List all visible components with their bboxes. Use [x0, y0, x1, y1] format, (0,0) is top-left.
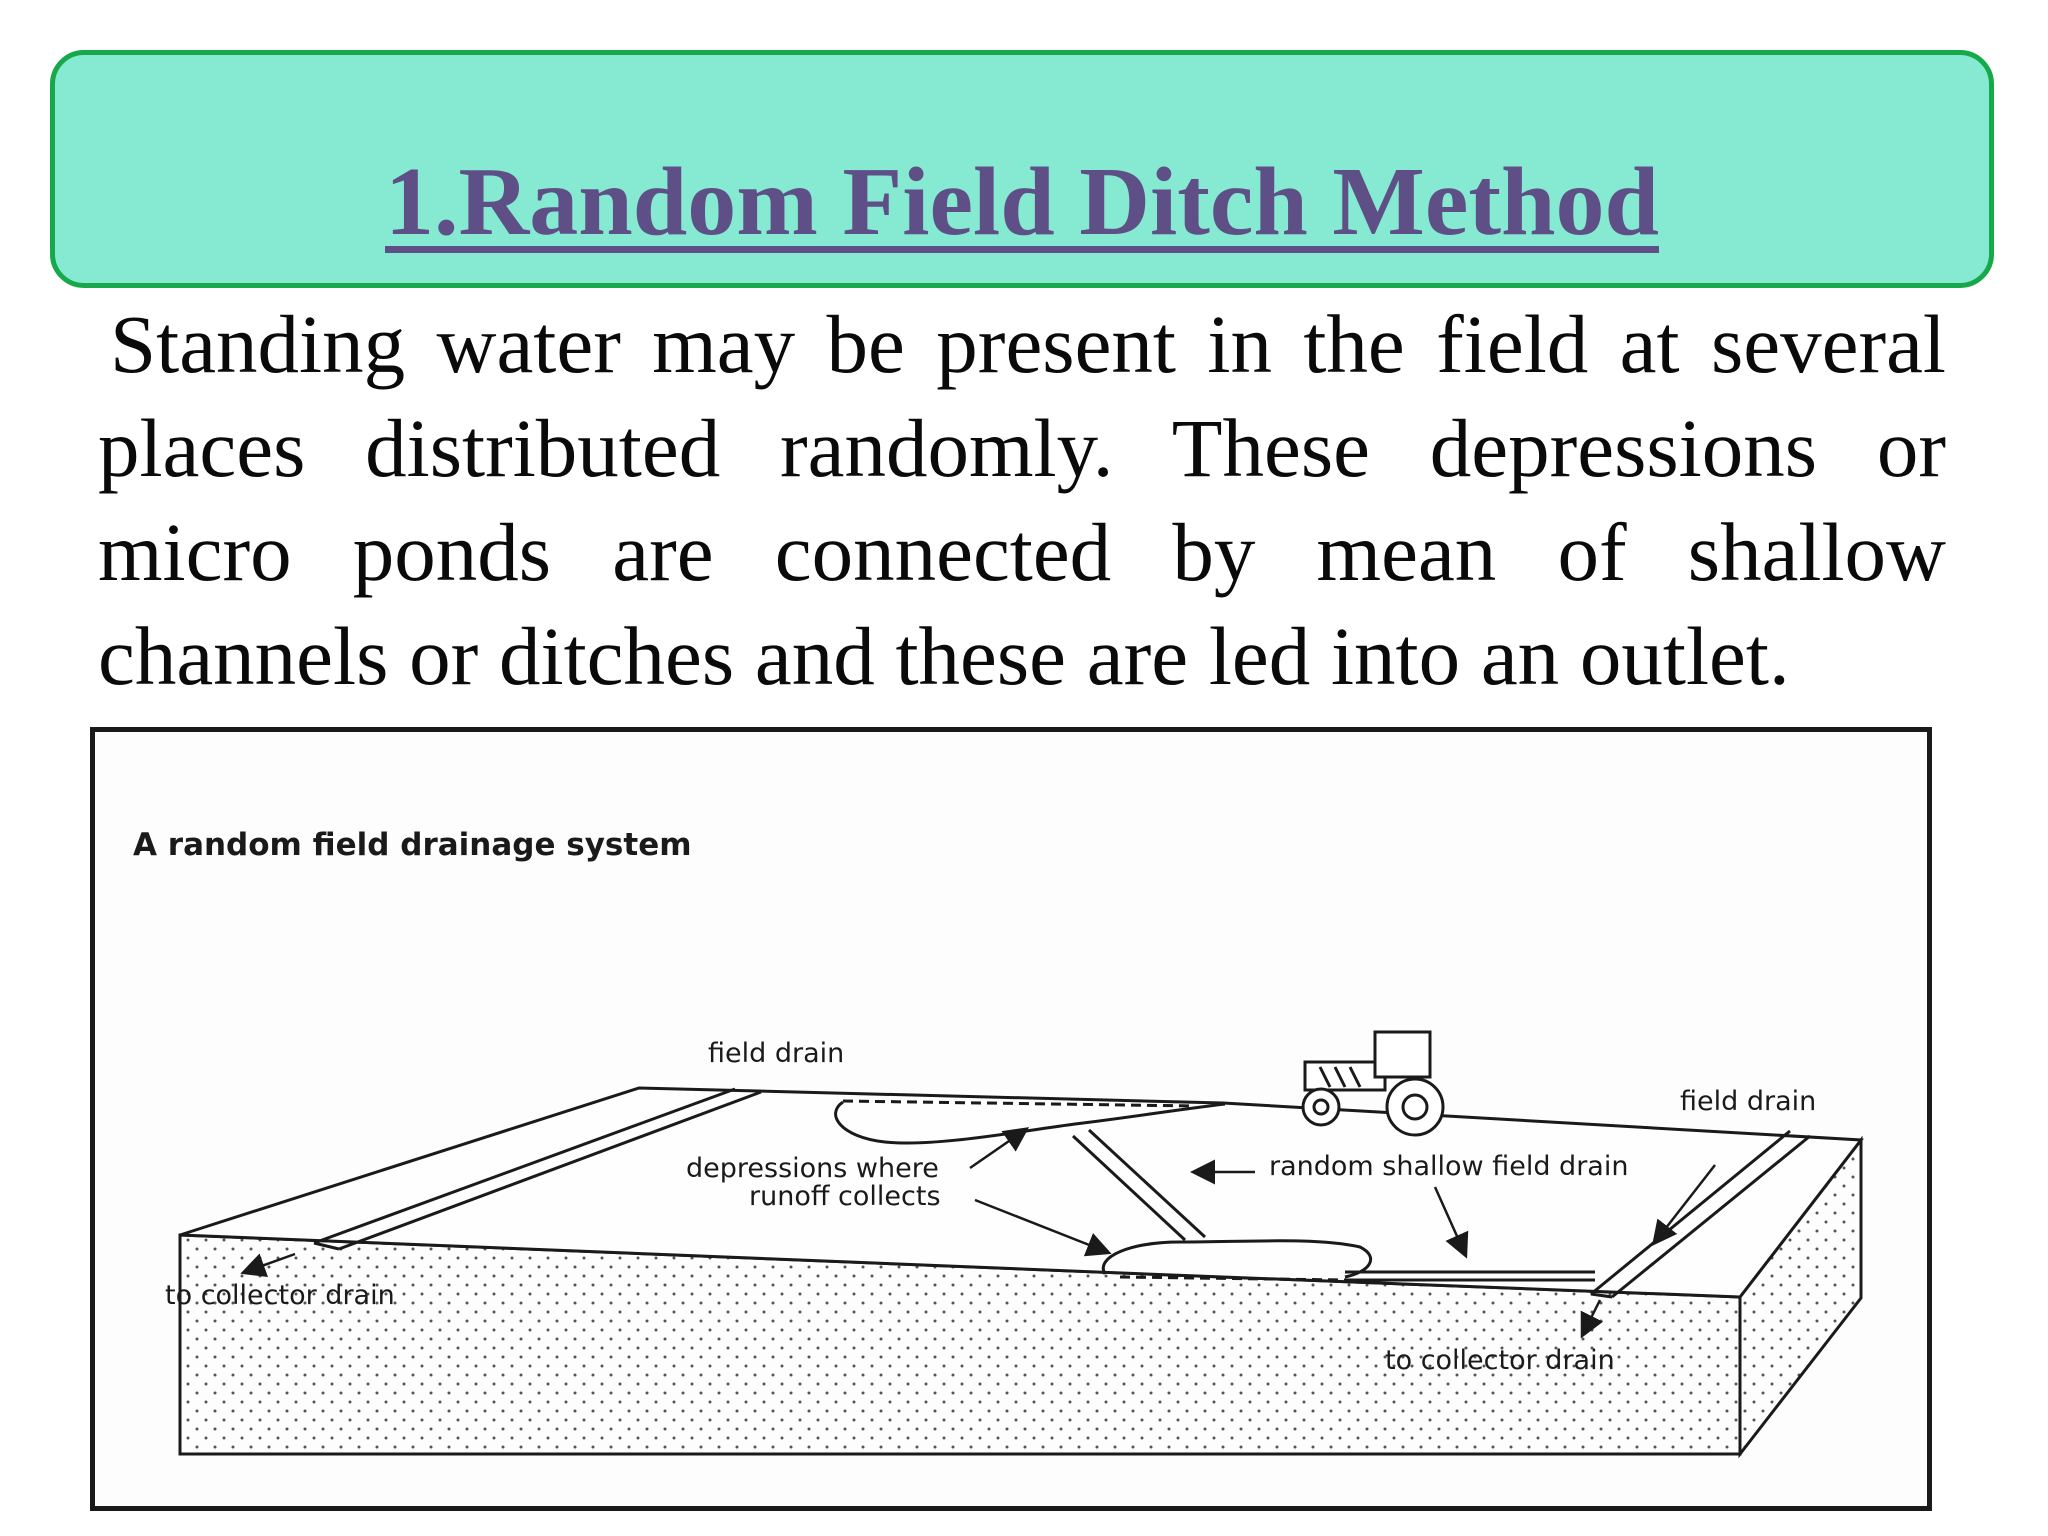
label-field-drain-right: field drain [1680, 1086, 1816, 1117]
body-paragraph: Standing water may be present in the fie… [98, 298, 1946, 702]
lower-depression [1101, 1239, 1373, 1279]
label-random-shallow-drain: random shallow field drain [1269, 1151, 1628, 1182]
field-surface [179, 1086, 1864, 1299]
dashed-edge-lower [1119, 1275, 1346, 1282]
slide-title: 1.Random Field Ditch Method [55, 153, 1989, 251]
right-field-drain [1590, 1129, 1811, 1299]
upper-depression [834, 1100, 1226, 1145]
title-banner: 1.Random Field Ditch Method [50, 50, 1994, 288]
label-depressions-line1: depressions where [686, 1153, 939, 1184]
label-depressions-line2: runoff collects [749, 1181, 941, 1212]
slide-title-text: 1.Random Field Ditch Method [385, 148, 1659, 256]
figure-caption: A random field drainage system [133, 827, 692, 863]
label-collector-right: to collector drain [1385, 1345, 1615, 1376]
drainage-diagram: A random field drainage system [133, 827, 1864, 1459]
dashed-edge-upper [842, 1099, 1196, 1108]
label-collector-left: to collector drain [165, 1280, 395, 1311]
random-shallow-drain [1071, 1128, 1595, 1282]
tractor-icon [1301, 1030, 1445, 1137]
drainage-figure: A random field drainage system [90, 727, 1932, 1511]
label-field-drain-left: field drain [708, 1038, 844, 1069]
label-arrows [240, 1127, 1716, 1339]
left-field-drain [313, 1087, 762, 1251]
